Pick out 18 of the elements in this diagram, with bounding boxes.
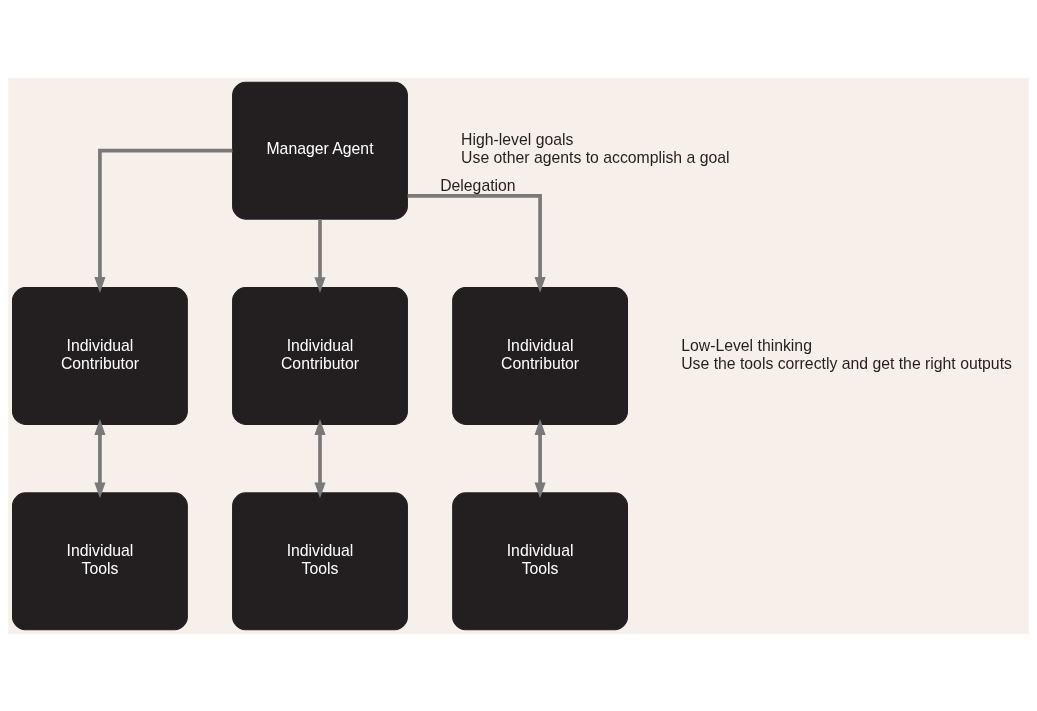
node-label: Use other agents to accomplish a goal bbox=[461, 148, 730, 166]
arrow bbox=[94, 418, 106, 498]
arrow bbox=[94, 148, 233, 293]
node-box: Individual Tools bbox=[232, 491, 408, 630]
node-box: Individual Contributor bbox=[12, 286, 188, 425]
node-box: Individual Tools bbox=[12, 491, 188, 630]
node-label: Use the tools correctly and get the right outputs bbox=[681, 354, 1012, 372]
node-box: Individual Contributor bbox=[232, 286, 408, 425]
node-box: Individual Contributor bbox=[452, 286, 628, 425]
node-label: Low-Level thinking bbox=[681, 336, 812, 354]
arrow bbox=[407, 193, 546, 293]
arrow bbox=[314, 218, 326, 293]
node-box: Individual Tools bbox=[452, 491, 628, 630]
arrow bbox=[534, 418, 546, 498]
edge-label: Delegation bbox=[440, 176, 516, 194]
node-box: Manager Agent bbox=[232, 81, 408, 220]
arrow bbox=[314, 418, 326, 498]
node-label: High-level goals bbox=[461, 130, 574, 148]
